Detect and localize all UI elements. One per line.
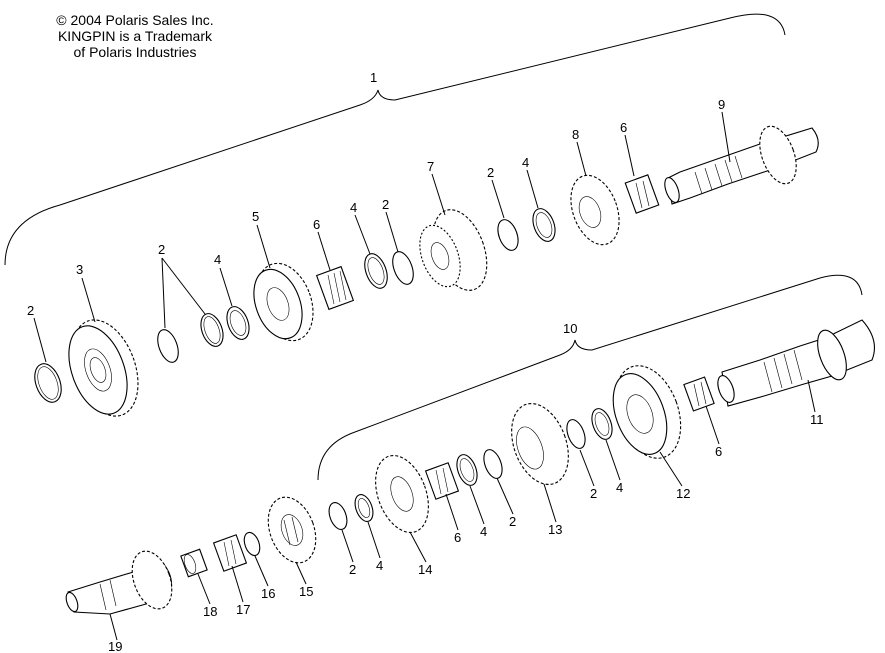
snap-ring-part-2 [157,329,179,363]
callout-4: 4 [214,252,221,267]
callout-4: 4 [480,524,487,539]
callout-2: 2 [382,197,389,212]
gear-hub-part-15 [267,496,317,564]
needle-bearing-part-17 [212,534,248,572]
callout-10: 10 [563,321,577,336]
snap-ring-part-2 [566,419,586,449]
gear-part-5 [253,262,314,342]
callout-6: 6 [620,120,627,135]
thrust-washer-part-4 [226,306,250,340]
callout-labels: 1 2 3 2 4 5 6 4 2 7 2 4 8 6 9 10 11 6 12… [27,70,824,653]
thrust-washer-part-4 [532,208,556,242]
snap-ring-part-2 [497,219,519,251]
trademark-line: KINGPIN is a Trademark [57,28,213,44]
callout-2: 2 [590,486,597,501]
callout-6: 6 [715,444,722,459]
callout-7: 7 [427,159,434,174]
needle-bearing-part-6 [624,174,660,214]
callout-8: 8 [572,127,579,142]
callout-16: 16 [261,586,275,601]
gear-part-8 [570,174,620,246]
callout-17: 17 [236,602,250,617]
needle-bearing-part-6 [315,265,355,311]
callout-3: 3 [76,262,83,277]
needle-bearing-part-6 [424,462,460,500]
pinion-shaft-part-19 [65,550,173,615]
callout-6: 6 [454,530,461,545]
thrust-washer-part-4 [354,494,374,522]
callout-4: 4 [350,200,357,215]
copyright-notice: © 2004 Polaris Sales Inc. KINGPIN is a T… [40,12,230,60]
callout-2: 2 [509,514,516,529]
output-shaft-part-11 [717,319,875,407]
callout-9: 9 [718,97,725,112]
callout-4: 4 [376,558,383,573]
snap-ring-part-2 [34,363,62,403]
copyright-line: © 2004 Polaris Sales Inc. [56,12,214,28]
thrust-washer-part-4 [591,408,613,440]
callout-13: 13 [548,522,562,537]
snap-ring-part-2 [328,502,348,530]
callout-2: 2 [158,242,165,257]
input-shaft-part-9 [664,125,819,205]
lower-assembly-bracket [317,274,863,481]
gear-part-12 [612,365,682,459]
snap-ring-part-16 [243,531,261,557]
callout-6: 6 [313,217,320,232]
gear-part-13 [511,402,569,486]
snap-ring-part-2 [392,251,414,285]
gear-part-3 [68,319,139,417]
bushing-part-18 [180,548,208,578]
snap-ring-part-2 [200,313,224,347]
gear-part-14 [375,454,429,534]
callout-15: 15 [299,584,313,599]
needle-bearing-part-6 [683,376,715,412]
leader-lines [33,111,816,641]
callout-14: 14 [418,562,432,577]
callout-2: 2 [349,562,356,577]
callout-19: 19 [108,639,122,653]
trademark-owner-line: of Polaris Industries [73,44,197,60]
thrust-washer-part-4 [364,253,388,289]
upper-assembly-bracket [4,13,786,266]
callout-18: 18 [203,604,217,619]
callout-11: 11 [810,412,824,427]
snap-ring-part-2 [483,449,503,479]
callout-5: 5 [252,209,259,224]
callout-4: 4 [616,480,623,495]
thrust-washer-part-4 [456,454,478,486]
cluster-gear-part-7 [419,209,488,291]
callout-2: 2 [487,165,494,180]
callout-4: 4 [522,155,529,170]
callout-12: 12 [676,486,690,501]
callout-2: 2 [27,303,34,318]
callout-1: 1 [370,70,377,85]
